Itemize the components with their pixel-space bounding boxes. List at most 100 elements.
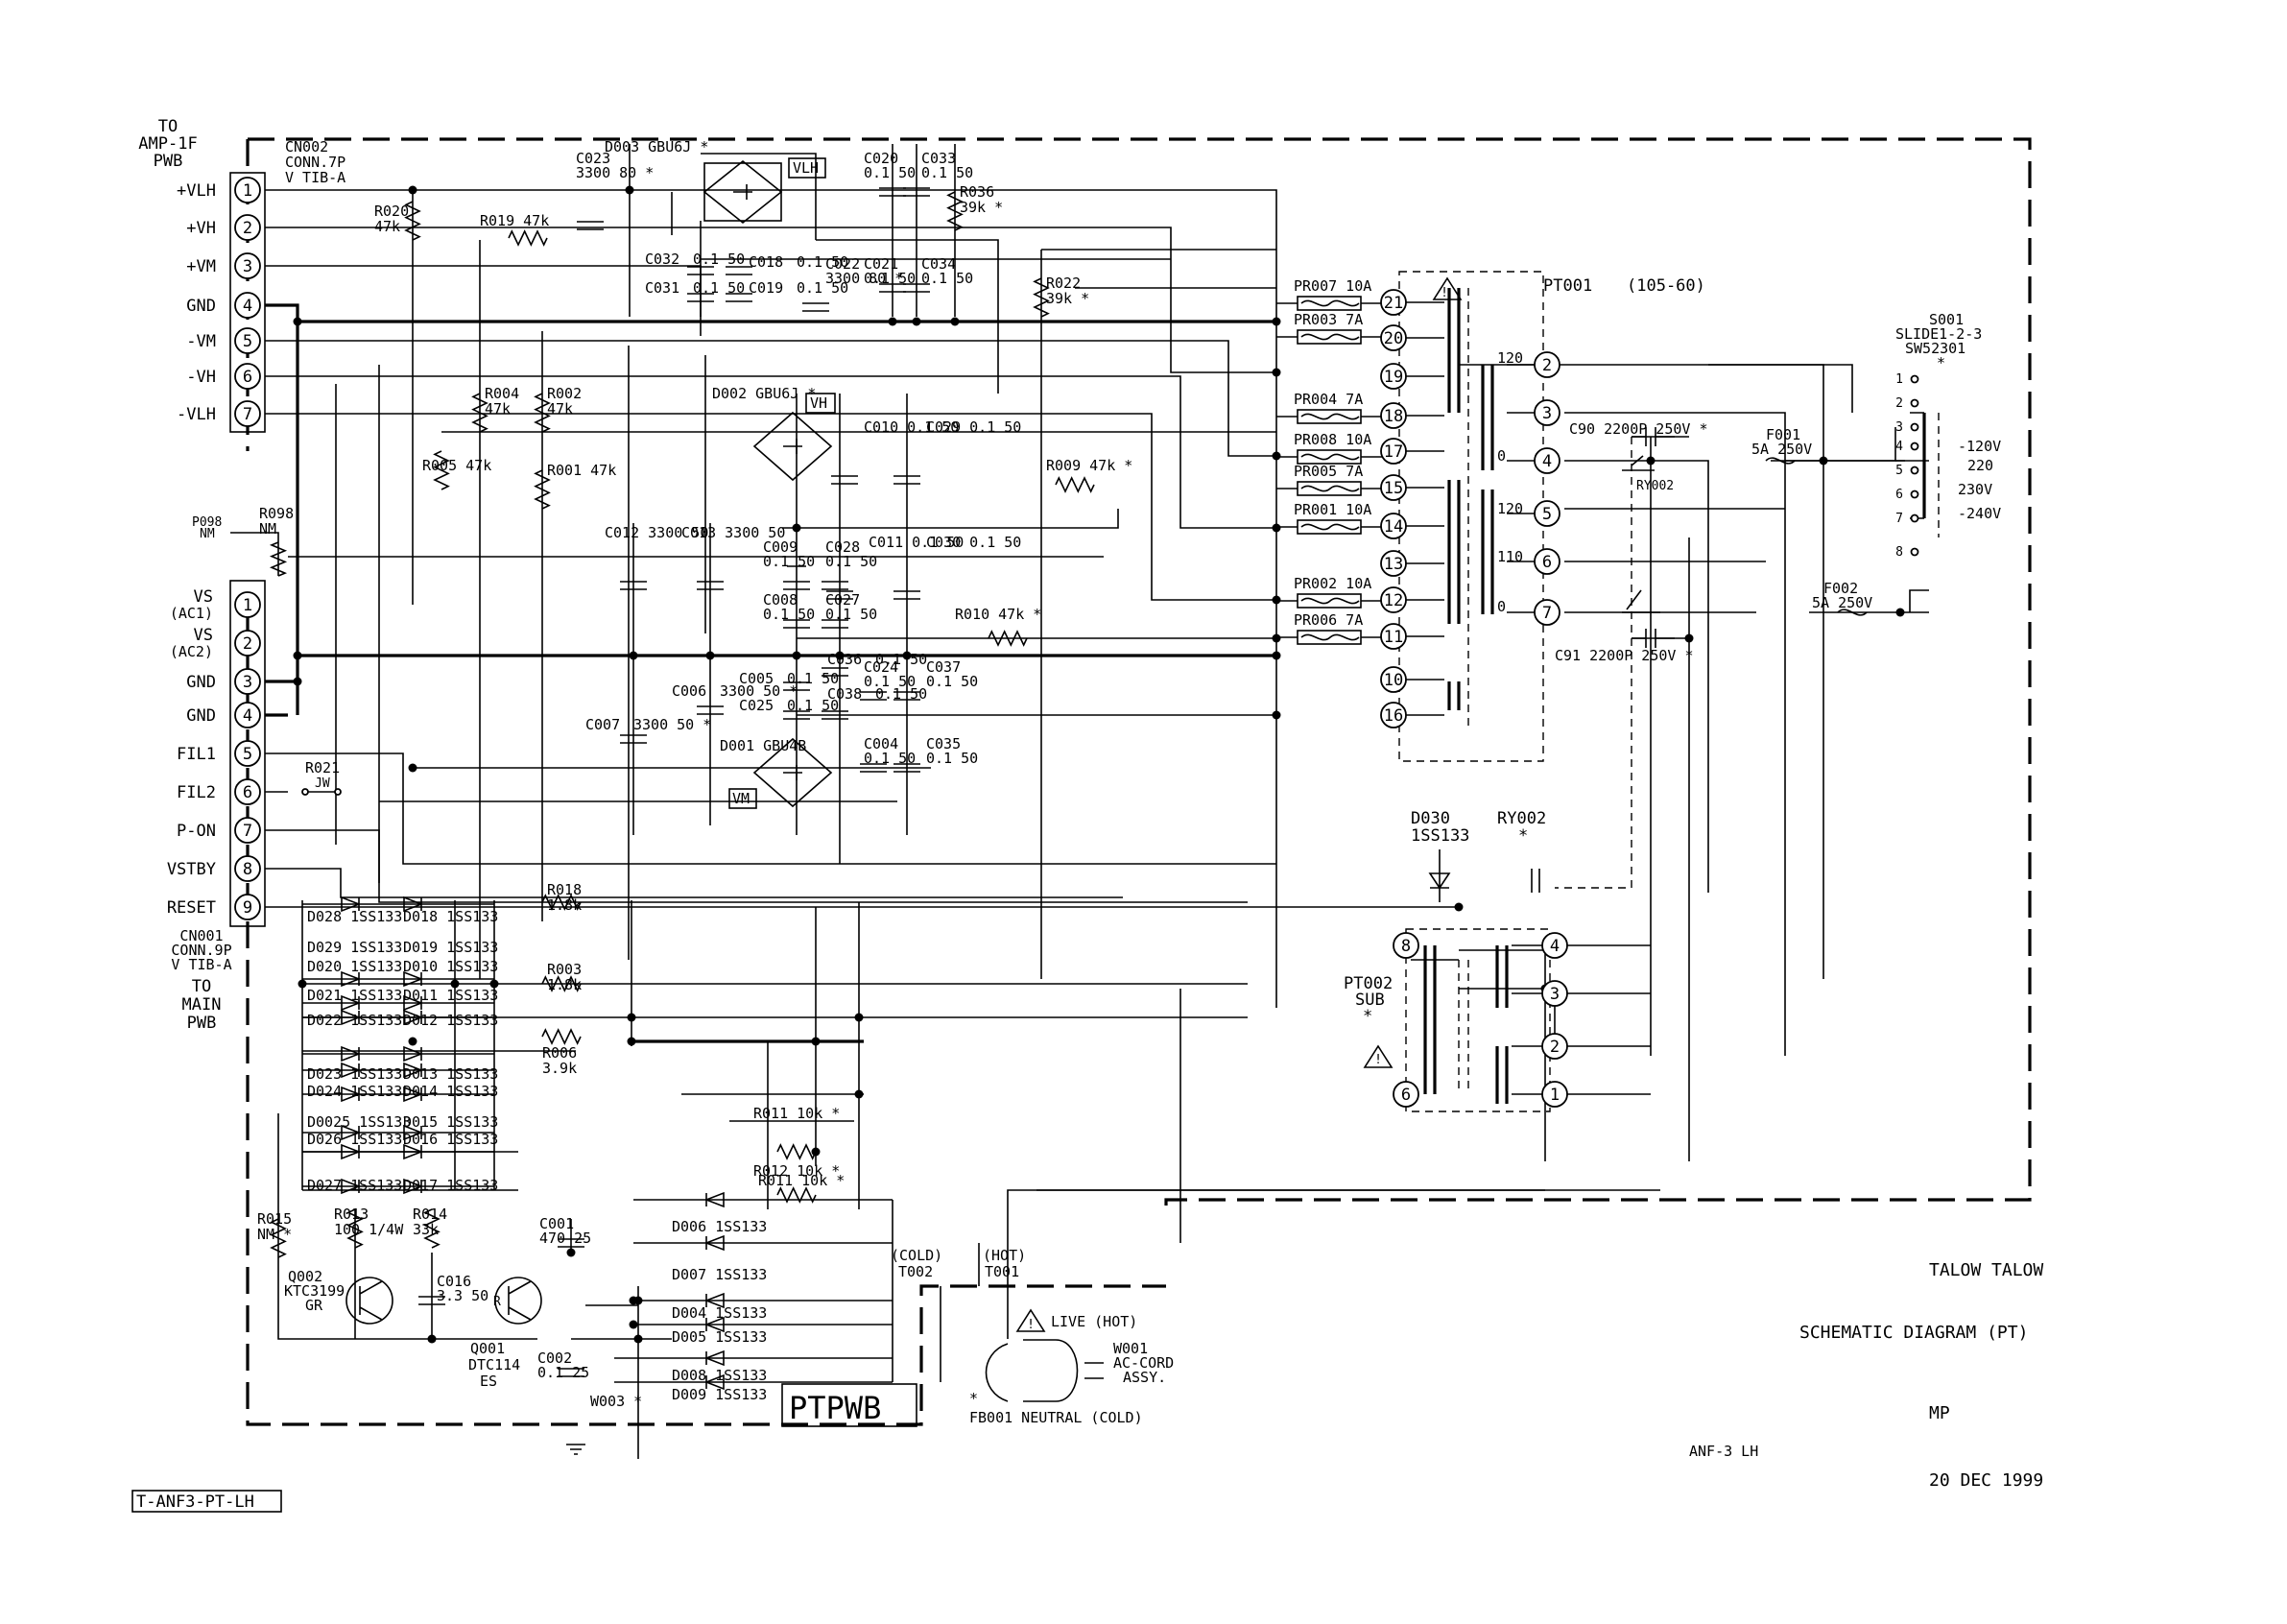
diode: D006 1SS133: [672, 1191, 767, 1235]
junction-dot: [566, 1248, 576, 1257]
q001-transistor: R Q001 DTC114 ES: [468, 1277, 542, 1390]
pt001-sec-pin-14: 14: [1380, 513, 1407, 539]
bridge-d001-tag: VM: [732, 790, 750, 807]
ac-cord-desc: AC-CORD: [1113, 1354, 1174, 1372]
pt001-pri-pin-3-number: 3: [1542, 404, 1552, 423]
pt001-sec-pin-14-number: 14: [1384, 517, 1403, 537]
svg-text:R: R: [493, 1295, 501, 1309]
ground-symbol: [566, 1444, 585, 1455]
diode-ref: D014 1SS133: [403, 1083, 498, 1100]
capacitor-value: 0.1 50: [921, 164, 973, 181]
cn001-pin-label-9: RESET: [167, 898, 216, 918]
pt001-pri-pin-2-number: 2: [1542, 356, 1552, 375]
pt001-tap-0a: 0: [1497, 447, 1506, 465]
resistor-ref: R036: [960, 183, 994, 201]
title-designer: MP: [1929, 1403, 1950, 1423]
relay-contact-label: RY002: [1636, 479, 1674, 493]
pt001-sec-pin-20-number: 20: [1384, 329, 1403, 348]
capacitor-value: 0.1 25: [537, 1364, 589, 1381]
bridge-d001-label: D001 GBU4B: [720, 737, 806, 754]
capacitor-value: 0.1 50: [875, 651, 927, 668]
fuse-resistor-label: PR007 10A: [1294, 277, 1371, 295]
resistor-ref: R013: [334, 1206, 369, 1223]
junction-dot: [1272, 368, 1281, 377]
junction-dot: [450, 979, 460, 989]
capacitor-ref: C016: [437, 1273, 471, 1290]
terminals: (COLD) T002 (HOT) T001: [891, 1247, 1026, 1280]
diode-ref: D005 1SS133: [672, 1328, 767, 1346]
junction-dot: [629, 1320, 638, 1329]
fuse-resistor-label: PR004 7A: [1294, 391, 1363, 408]
diode: D009 1SS133: [672, 1373, 767, 1403]
jumper-ref: R021: [305, 759, 340, 776]
resistor-ref: R015: [257, 1210, 292, 1228]
capacitor-value: 3300 80 *: [825, 270, 903, 287]
capacitor-ref: C007: [585, 716, 620, 733]
cn002-pin-6-number: 6: [243, 368, 252, 387]
junction-dot: [408, 763, 417, 773]
diode-ref: D027 1SS133: [307, 1177, 402, 1194]
pt001-pri-pin-3: 3: [1534, 399, 1560, 426]
pt001-sec-pin-17-number: 17: [1384, 442, 1403, 462]
capacitor-ref: C002: [537, 1349, 572, 1367]
junction-dot: [705, 651, 715, 660]
junction-dot: [408, 1037, 417, 1046]
title-block: TALOW TALOW SCHEMATIC DIAGRAM (PT) MP AN…: [131, 1260, 2043, 1513]
diode-ref: D019 1SS133: [403, 939, 498, 956]
relay-star: *: [1518, 826, 1528, 846]
diode-ref: D029 1SS133: [307, 939, 402, 956]
junction-dot: [1272, 523, 1281, 533]
cn002-pin-label-4: GND: [186, 297, 216, 316]
capacitor-ref: C038: [827, 685, 862, 703]
cn001-pin-4: 4: [234, 702, 261, 728]
p098-value: NM: [200, 527, 215, 541]
pt001-sec-pin-10: 10: [1380, 666, 1407, 693]
cn001-pin-2: 2: [234, 630, 261, 657]
diode-ref: D020 1SS133: [307, 958, 402, 975]
pt001-sec-pin-21-number: 21: [1384, 294, 1403, 313]
capacitor-value: 3300 80 *: [576, 164, 654, 181]
fuse-resistor-label: PR008 10A: [1294, 431, 1371, 448]
cn001-pin-7: 7: [234, 817, 261, 844]
ac-live-label: LIVE (HOT): [1051, 1313, 1137, 1330]
line-side: C90 2200P 250V * C91 2200P 250V * F001 5…: [1555, 420, 1872, 664]
junction-dot: [427, 1334, 437, 1344]
cn002-pin-3-number: 3: [243, 257, 252, 276]
junction-dot: [854, 1089, 864, 1099]
capacitor-value: 0.1 50: [864, 750, 916, 767]
fuse-resistor-15: PR005 7A: [1276, 463, 1382, 496]
pt001-tap-120a: 120: [1497, 349, 1523, 367]
svg-text:!: !: [1441, 286, 1448, 300]
capacitor-ref: C030 0.1 50: [926, 534, 1021, 551]
selector-star: *: [1937, 354, 1945, 371]
cn001-pin-label-6: FIL2: [177, 783, 216, 802]
pt002-sub: SUB: [1355, 991, 1385, 1010]
capacitor-ref: C029 0.1 50: [926, 418, 1021, 436]
resistor-ref: R012 10k *: [753, 1162, 840, 1180]
resistor-value: NM: [259, 520, 276, 537]
capacitor-ref: C005: [739, 670, 774, 687]
selector-pin-1: 1: [1895, 372, 1919, 387]
junction-dot: [950, 317, 960, 326]
pt001-ref: PT001: [1543, 276, 1592, 296]
selector-pin-5: 5: [1895, 464, 1919, 478]
capacitor-value: 0.1 50: [763, 606, 815, 623]
capacitor-ref: C031: [645, 279, 679, 297]
cn002-pin-7: 7: [234, 400, 261, 427]
cn002-pin-5: 5: [234, 327, 261, 354]
svg-text:!: !: [1374, 1053, 1382, 1067]
pt001-sec-pin-19: 19: [1380, 363, 1407, 390]
capacitor-value: 0.1 50: [787, 697, 839, 714]
capacitor: C013 3300 50: [681, 524, 785, 590]
capacitor: C030 0.1 50: [893, 534, 1021, 600]
